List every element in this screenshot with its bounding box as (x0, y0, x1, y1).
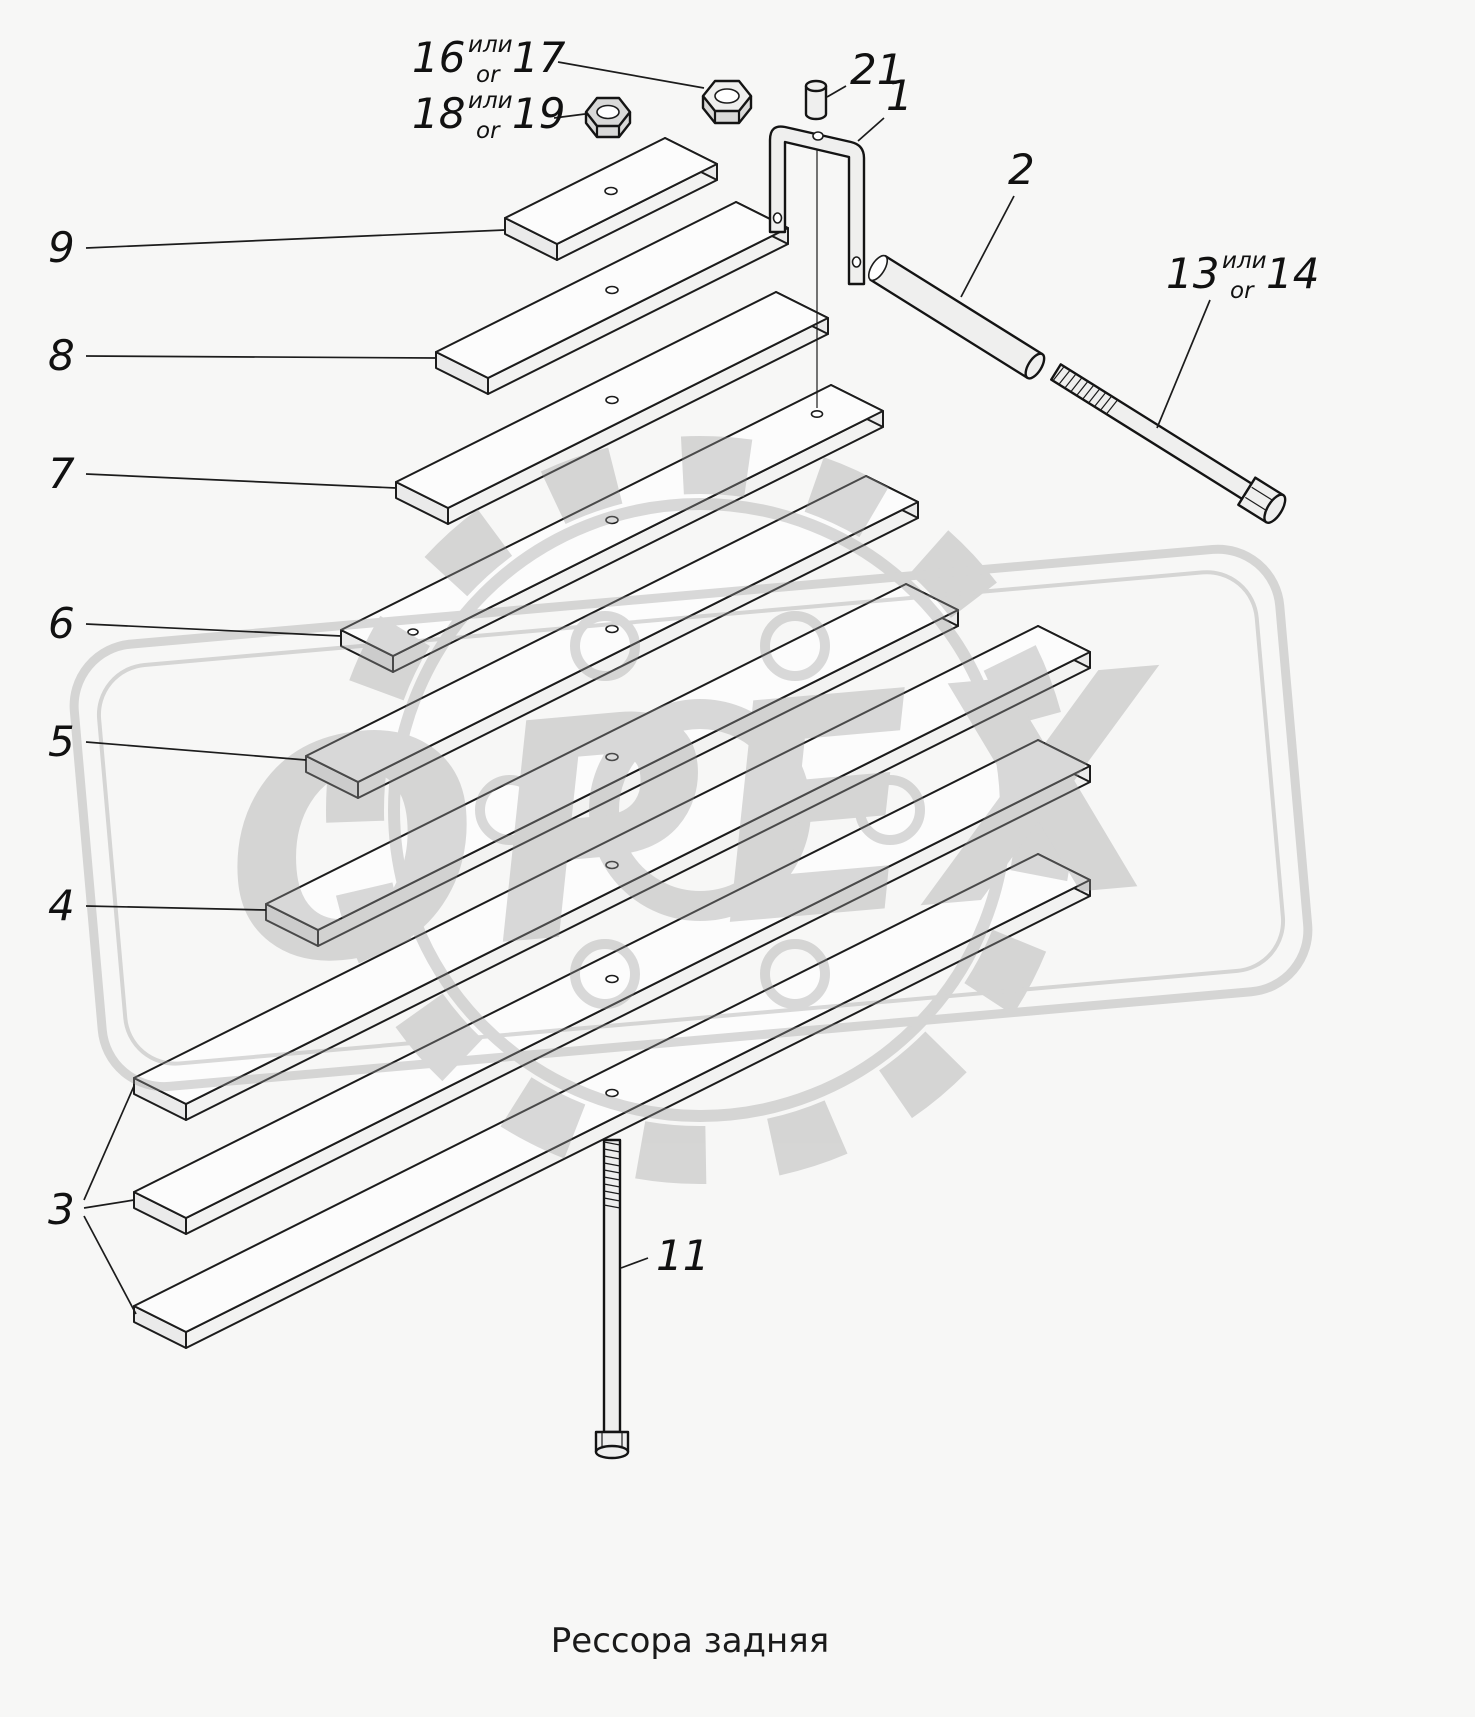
callout-7: 7 (48, 449, 75, 498)
callout-13-or-14: 13 или or 14 (1166, 248, 1319, 304)
callout-14: 14 (1266, 249, 1319, 298)
nut-16-17 (701, 79, 753, 125)
callouts: 9 8 7 6 5 4 3 11 2 1 21 16 или or 17 18 … (48, 32, 1319, 1280)
callout-or-mid: or (476, 118, 501, 144)
leaf-7 (395, 291, 829, 525)
callout-16-or-17: 16 или or 17 (412, 32, 566, 88)
leader-18-19 (553, 113, 586, 119)
leaf-8 (435, 201, 789, 395)
leaf-spring-stack (133, 137, 1091, 1349)
nut-18-19 (584, 96, 632, 139)
callout-17: 17 (512, 33, 566, 82)
callout-ili-right: или (1222, 248, 1267, 274)
leader-4 (85, 905, 267, 911)
callout-21: 21 (850, 45, 903, 94)
leaf-9 (504, 137, 718, 261)
watermark-frame: ОРЕХ (69, 544, 1313, 1092)
callout-6: 6 (48, 599, 75, 648)
callout-5: 5 (48, 717, 75, 766)
callout-8: 8 (48, 331, 75, 380)
callout-or-right: or (1230, 278, 1255, 304)
callout-9: 9 (48, 223, 75, 272)
callout-ili-top: или (468, 32, 513, 58)
leader-8 (85, 355, 437, 359)
center-bolt (594, 1138, 630, 1460)
callout-18-or-19: 18 или or 19 (412, 88, 565, 144)
leader-6 (85, 623, 342, 637)
leader-2 (960, 195, 1015, 298)
leaf-4 (265, 583, 959, 947)
callout-19: 19 (512, 89, 565, 138)
callout-ili-mid: или (468, 88, 513, 114)
callout-13: 13 (1166, 249, 1219, 298)
leader-3b (83, 1199, 135, 1209)
callout-4: 4 (48, 881, 75, 930)
leader-9 (85, 229, 506, 249)
watermark-gear-logo (326, 436, 1074, 1184)
leader-3a (83, 1085, 135, 1201)
watermark: ОРЕХ (69, 436, 1313, 1184)
callout-3: 3 (48, 1185, 75, 1234)
leader-13-14 (1156, 299, 1211, 429)
leader-3c (83, 1215, 137, 1315)
callout-1: 1 (886, 71, 913, 120)
callout-2: 2 (1008, 145, 1035, 194)
callout-16: 16 (412, 33, 465, 82)
leader-5 (85, 741, 307, 761)
leader-16-17 (557, 61, 705, 89)
leader-lines (83, 61, 1211, 1315)
callout-18: 18 (412, 89, 465, 138)
leader-11 (620, 1257, 649, 1269)
callout-or-top: or (476, 62, 501, 88)
leaf-3-first (133, 625, 1091, 1121)
spacer-tube (867, 254, 1046, 380)
leaf-5 (305, 475, 919, 799)
leaf-3-second (133, 739, 1091, 1235)
watermark-text: ОРЕХ (210, 606, 1184, 1036)
leader-1 (857, 117, 885, 142)
callout-11: 11 (656, 1231, 709, 1280)
spring-clamp (768, 125, 866, 408)
leader-21 (826, 85, 847, 98)
rivet-pin (804, 79, 828, 121)
clamp-bolt (1050, 363, 1287, 524)
leaf-3-third (133, 853, 1091, 1349)
leader-7 (85, 473, 397, 489)
leaf-6 (340, 384, 884, 673)
diagram-caption: Рессора задняя (551, 1621, 829, 1661)
